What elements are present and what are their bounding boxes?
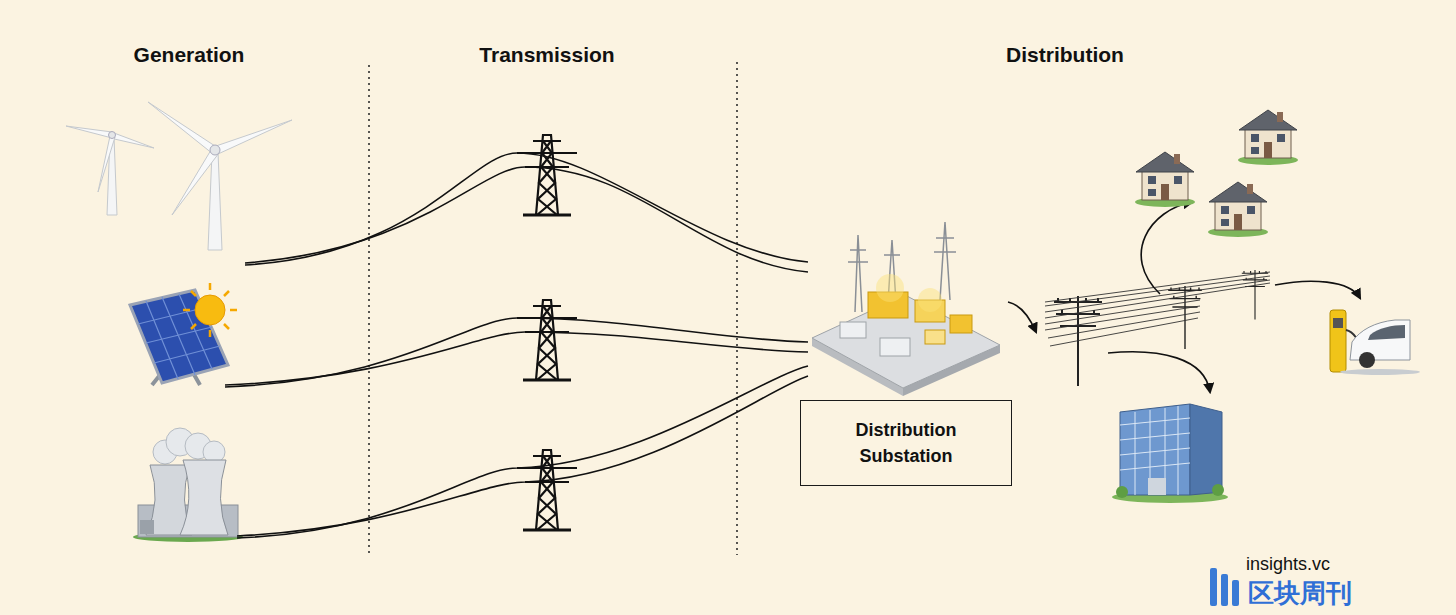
section-heading: Transmission	[479, 42, 614, 67]
substation-illustration	[812, 222, 1000, 396]
flow-arrow	[1275, 281, 1360, 298]
utility-pole	[1168, 286, 1202, 349]
flow-arrow	[1141, 202, 1192, 294]
transmission-tower	[517, 135, 577, 215]
solar-panel	[130, 283, 237, 385]
substation-box: Distribution Substation	[800, 400, 1012, 486]
section-divider	[736, 62, 738, 555]
watermark-text: insights.vc	[1246, 554, 1330, 576]
section-heading: Generation	[134, 42, 245, 67]
label-holder: 区块周刊	[1248, 578, 1352, 609]
distribution-wire	[1045, 272, 1270, 346]
house	[1208, 182, 1268, 237]
power-plant	[133, 428, 243, 542]
transmission-tower	[517, 300, 577, 380]
flow-arrow	[1108, 352, 1210, 392]
flow-arrow	[1008, 302, 1036, 332]
power-line	[225, 153, 808, 538]
ev-charger	[1330, 310, 1420, 375]
wind-turbine	[66, 102, 292, 250]
label-holder: Generation	[134, 42, 245, 67]
section-divider	[368, 65, 370, 555]
office-building	[1112, 404, 1228, 503]
node-text: Distribution Substation	[827, 417, 985, 469]
label-holder: Transmission	[479, 42, 614, 67]
utility-pole	[1242, 270, 1268, 320]
label-holder: Distribution	[1006, 42, 1124, 67]
watermark-logo-text: 区块周刊	[1248, 578, 1352, 609]
label-holder: insights.vc	[1246, 554, 1330, 576]
section-heading: Distribution	[1006, 42, 1124, 67]
house	[1238, 110, 1298, 165]
house	[1135, 152, 1195, 207]
watermark-logo	[1210, 568, 1239, 606]
